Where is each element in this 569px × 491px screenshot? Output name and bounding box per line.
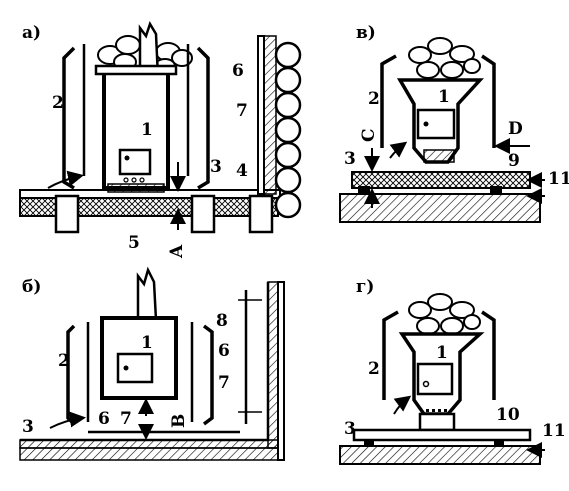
panel-b-label-7a: 7	[120, 409, 132, 429]
panel-a-label-3: 3	[210, 157, 222, 177]
panel-v-label-9: 9	[508, 151, 520, 171]
panel-v-ash-pan	[423, 149, 455, 163]
panel-g-door-knob	[422, 380, 430, 388]
panel-a-joist-3	[248, 194, 274, 234]
panel-v-floor	[339, 193, 541, 223]
panel-v-label-11: 11	[548, 169, 569, 189]
panel-a-screen-right	[196, 46, 210, 190]
panel-b-label-6b: 6	[218, 341, 230, 361]
panel-v-door	[416, 108, 456, 140]
panel-b-chimney	[136, 266, 158, 321]
panel-g-plate-10	[352, 428, 532, 442]
panel-b-heater-body	[100, 316, 178, 400]
panel-b-label-B: B	[169, 414, 189, 428]
panel-a-title: а)	[22, 23, 41, 43]
panel-a-door-knob	[124, 155, 130, 161]
panel-b-label-6a: 6	[98, 409, 110, 429]
panel-v-door-knob	[423, 121, 429, 127]
panel-b-label-8: 8	[216, 311, 228, 331]
panel-g-screen-right	[481, 310, 496, 400]
panel-g-label-10: 10	[496, 405, 520, 425]
panel-g-floor	[339, 445, 541, 465]
panel-v-screen-right	[481, 54, 496, 148]
panel-g: г) 2 1 3 10 11	[339, 277, 566, 465]
panel-a-label-7: 7	[236, 101, 248, 121]
panel-a-screen-left	[62, 46, 76, 190]
panel-a-vents	[123, 177, 145, 183]
panel-b-title: б)	[22, 277, 41, 297]
panel-g-stones	[408, 293, 481, 335]
panel-v-title: в)	[356, 23, 376, 43]
panel-a-base-plate	[107, 183, 165, 193]
panel-v-air-arrow	[389, 141, 408, 159]
panel-v-label-3: 3	[344, 149, 356, 169]
panel-b-label-1: 1	[141, 333, 153, 353]
panel-g-ash-box	[418, 412, 456, 432]
panel-b-door	[116, 352, 154, 384]
panel-g-foot-1	[364, 440, 374, 446]
panel-g-label-1: 1	[436, 343, 448, 363]
panel-b-wall	[277, 281, 285, 461]
panel-v-base-9	[351, 171, 531, 189]
panel-v-label-C: C	[359, 128, 379, 142]
panel-g-screen-left	[382, 310, 399, 400]
panel-g-air-arrow	[393, 395, 412, 415]
panel-a: а)	[19, 21, 302, 259]
panel-a-door	[118, 148, 152, 176]
panel-g-label-3: 3	[344, 419, 356, 439]
panel-b-floor-insulation	[19, 439, 279, 449]
panel-g-door	[416, 362, 454, 396]
panel-v: в) 2 1 3 9 11	[339, 23, 569, 223]
panel-a-label-5: 5	[128, 233, 140, 253]
panel-b: б) 2 1 3 6 7 8 6 7 B	[19, 266, 285, 461]
panel-g-label-11: 11	[542, 421, 566, 441]
panel-b-label-3: 3	[22, 417, 34, 437]
panel-a-logs	[274, 41, 302, 219]
panel-v-screen-left	[380, 54, 397, 148]
panel-a-chimney	[138, 21, 160, 79]
panel-g-vents	[426, 409, 447, 412]
panel-b-air-arrow	[49, 411, 86, 429]
panel-v-label-1: 1	[438, 87, 450, 107]
panel-v-label-D: D	[508, 119, 523, 139]
panel-a-label-A: A	[167, 244, 187, 259]
panel-b-wall-insulation	[267, 281, 279, 449]
panel-a-air-arrow	[47, 170, 84, 189]
panel-a-joist-2	[190, 194, 216, 234]
panel-a-joist-1	[54, 194, 80, 234]
panel-b-screen-left	[66, 324, 76, 426]
panel-v-foot-1	[358, 186, 370, 194]
panel-g-title: г)	[356, 277, 374, 297]
panel-a-wall-insulation	[263, 35, 277, 195]
panel-v-label-2: 2	[368, 89, 380, 109]
panel-b-label-2: 2	[58, 351, 70, 371]
panel-v-foot-2	[490, 186, 502, 194]
panel-a-wall-sheet	[257, 35, 265, 195]
panel-b-label-7b: 7	[218, 373, 230, 393]
panel-v-stones	[408, 37, 481, 79]
panel-a-label-6: 6	[232, 61, 244, 81]
panel-g-foot-2	[494, 440, 504, 446]
panel-a-label-2: 2	[52, 93, 64, 113]
panel-b-door-knob	[123, 365, 129, 371]
panel-b-floor	[19, 447, 283, 461]
panel-a-label-1: 1	[141, 120, 153, 140]
panel-g-label-2: 2	[368, 359, 380, 379]
panel-a-heater-top	[94, 64, 178, 76]
panel-b-screen-right	[202, 324, 214, 426]
panel-a-label-4: 4	[236, 161, 248, 181]
